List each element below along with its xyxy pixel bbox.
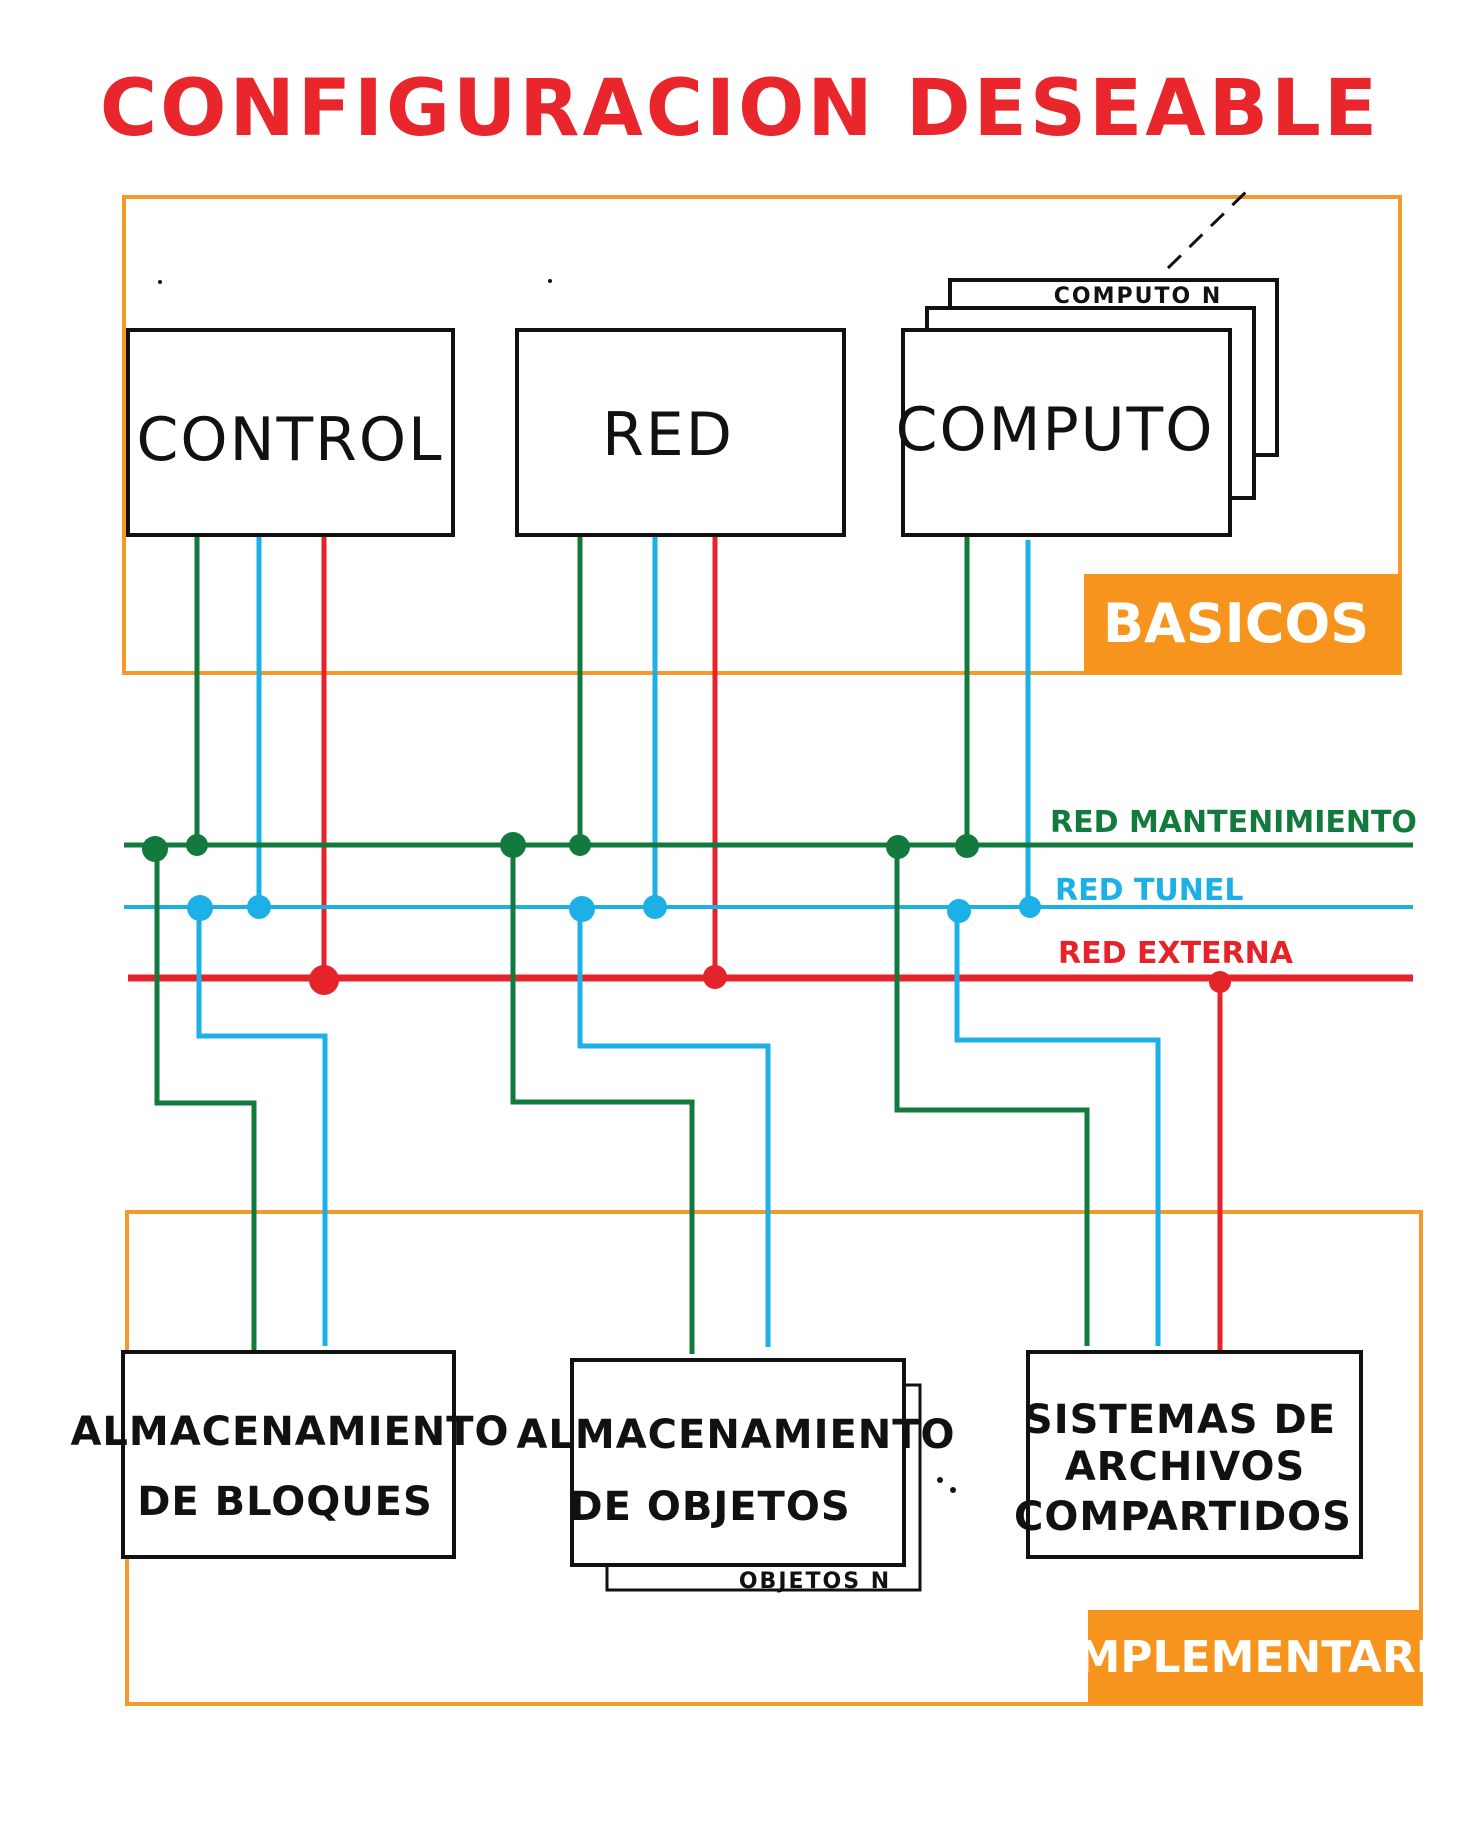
node-control: CONTROL [126, 328, 455, 537]
group-complementarios: COMPLEMENTARIOS [125, 1210, 1472, 1706]
red-label: RED [602, 400, 734, 470]
complementarios-badge-label: COMPLEMENTARIOS [1007, 1632, 1472, 1683]
storage-downlinks [154, 845, 1223, 1354]
bloques-label-line2: DE BLOQUES [137, 1479, 433, 1525]
control-label: CONTROL [137, 405, 444, 475]
bloques-mant-path [154, 845, 257, 1352]
junction-dot [309, 965, 339, 995]
objetos-label-line2: DE OBJETOS [569, 1484, 850, 1530]
sistemas-label-line1: SISTEMAS DE [1024, 1397, 1336, 1443]
junction-dots [142, 832, 1231, 995]
computo-label: COMPUTO [896, 395, 1215, 465]
basicos-badge-label: BASICOS [1103, 592, 1369, 655]
red-box [515, 328, 846, 537]
junction-dot [186, 834, 208, 856]
junction-dot [886, 835, 910, 859]
bloques-tunel-path [196, 907, 328, 1346]
objetos-n-label: OBJETOS N [739, 1569, 891, 1594]
junction-dot [1209, 971, 1231, 993]
junction-dot [247, 895, 271, 919]
node-sistemas-archivos: SISTEMAS DE ARCHIVOS COMPARTIDOS [1014, 1350, 1363, 1559]
junction-dot [500, 832, 526, 858]
red-tunel-label: RED TUNEL [1055, 873, 1243, 908]
sketch-dot [158, 280, 162, 284]
junction-dot [955, 834, 979, 858]
complementarios-badge [1088, 1610, 1421, 1704]
objetos-mant-path [510, 845, 695, 1354]
bloques-label-line1: ALMACENAMIENTO [70, 1409, 509, 1455]
junction-dot [187, 895, 213, 921]
control-box [126, 328, 455, 537]
ellipsis-dot [937, 1477, 943, 1483]
junction-dot [142, 836, 168, 862]
computo-box [901, 328, 1232, 537]
red-externa-label: RED EXTERNA [1058, 936, 1294, 971]
node-almacenamiento-objetos: OBJETOS N ALMACENAMIENTO DE OBJETOS [516, 1358, 956, 1594]
group-basicos: BASICOS [122, 195, 1402, 675]
basicos-badge [1084, 574, 1400, 674]
network-buses [124, 842, 1413, 982]
sistemas-tunel-path [954, 907, 1161, 1346]
diagram-title: CONFIGURACION DESEABLE [100, 64, 1380, 154]
sistemas-box [1026, 1350, 1363, 1559]
junction-dot [947, 899, 971, 923]
sketch-dot [548, 279, 552, 283]
bloques-box [121, 1350, 456, 1559]
node-uplinks [194, 530, 1031, 978]
computo-n-label: COMPUTO N [1054, 284, 1223, 309]
junction-dot [643, 895, 667, 919]
sistemas-mant-path [894, 845, 1090, 1346]
red-mantenimiento-label: RED MANTENIMIENTO [1050, 805, 1417, 840]
objetos-box [570, 1358, 906, 1567]
junction-dot [1019, 896, 1041, 918]
ellipsis-dot [950, 1487, 956, 1493]
sistemas-label-line3: COMPARTIDOS [1014, 1494, 1352, 1540]
junction-dot [569, 834, 591, 856]
computo-n-dashed-leader [1166, 184, 1254, 270]
junction-dot [703, 965, 727, 989]
sistemas-label-line2: ARCHIVOS [1065, 1444, 1306, 1490]
basicos-border [122, 195, 1402, 675]
node-red: RED [515, 328, 846, 537]
objetos-tunel-path [577, 907, 771, 1347]
objetos-label-line1: ALMACENAMIENTO [516, 1412, 955, 1458]
junction-dot [569, 896, 595, 922]
node-computo-stack: COMPUTO N COMPUTO [896, 184, 1279, 537]
node-almacenamiento-bloques: ALMACENAMIENTO DE BLOQUES [70, 1350, 509, 1559]
